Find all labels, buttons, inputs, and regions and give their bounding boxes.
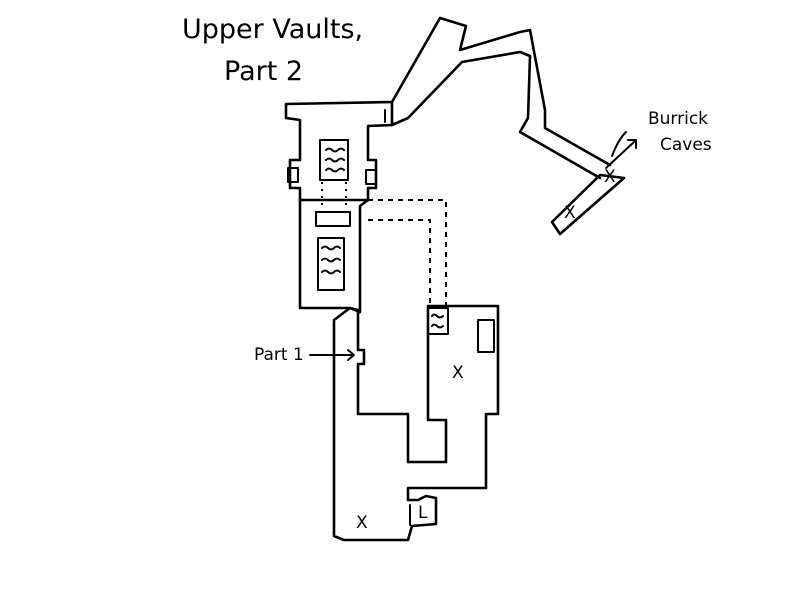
room-marker: X [452,363,464,383]
upper-water-waves [325,147,345,173]
map-title-line-2: Part 2 [224,56,303,87]
upper-hall-left-niche [287,167,299,183]
middle-water-waves [321,245,341,275]
corridor-marker: X [356,513,368,533]
south-corridor-wall [332,304,500,542]
upper-water-pool [319,139,349,181]
part-1-arrow-icon [309,349,355,361]
upper-dotted-link [321,182,347,208]
south-water-waves [431,313,444,329]
burrick-spur-marker: X [564,203,576,223]
map-title-line-1: Upper Vaults, [182,14,363,45]
alcove-block [477,319,495,353]
part-1-label: Part 1 [254,345,304,365]
south-water-pool [427,307,449,335]
upper-hall-right-niche [365,169,377,185]
burrick-caves-passage-wall [550,173,626,236]
upper-hall-wall [284,100,394,202]
middle-water-pool [317,237,345,291]
middle-room-grate [315,211,351,227]
dashed-secret-passage [368,199,447,306]
middle-room-wall [298,198,370,314]
burrick-caves-label-line-1: Burrick [648,109,708,129]
northeast-corridor-wall [390,16,612,180]
burrick-caves-arrow-icon [605,139,637,169]
burrick-caves-curve [611,131,627,157]
burrick-exit-marker: X [604,167,616,187]
burrick-caves-label-line-2: Caves [660,135,712,155]
lift-label: L [418,503,428,523]
